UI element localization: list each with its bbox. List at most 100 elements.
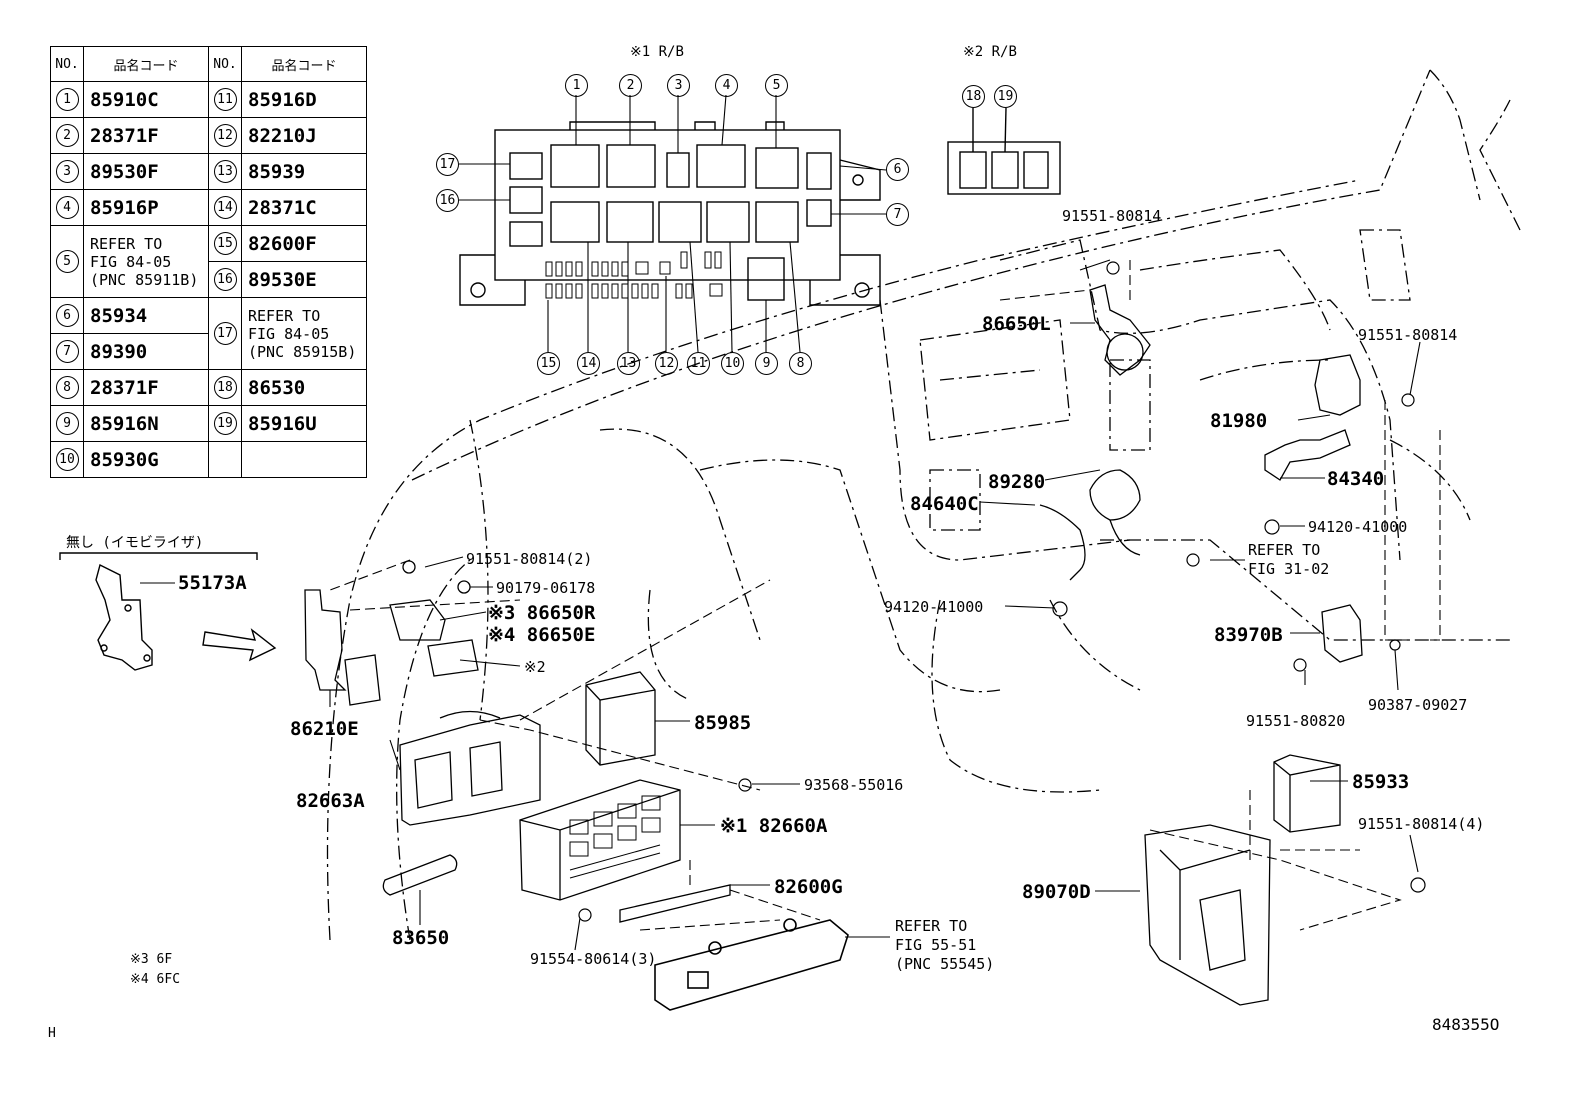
rb2-callout: 19 — [994, 85, 1017, 108]
cover-82663A — [399, 710, 541, 826]
part-label: 91554-80614(3) — [530, 950, 657, 968]
table-row-code: 85930G — [83, 441, 209, 478]
leader-lines — [329, 260, 1441, 931]
table-row-code2-empty — [241, 441, 367, 478]
table-row-no: 2 — [50, 117, 84, 154]
table-row-no2: 14 — [208, 189, 242, 226]
part-label: 91551-80814 — [1062, 207, 1162, 225]
part-label: 90179-06178 — [496, 579, 596, 597]
part-label: 93568-55016 — [804, 776, 904, 794]
part-label: 55173A — [178, 572, 247, 594]
part-label: 94120-41000 — [1308, 518, 1408, 536]
table-row-no2: 19 — [208, 405, 242, 442]
refer-fig-31-02: REFER TO FIG 31-02 — [1248, 541, 1330, 578]
table-row-code: 85916P — [83, 189, 209, 226]
part-label: ※3 86650R — [488, 602, 596, 624]
rb1-callout: 4 — [715, 74, 738, 97]
relay-block-82660A — [519, 779, 681, 901]
table-row-code2: 82210J — [241, 117, 367, 154]
table-row-no: 5 — [50, 225, 84, 298]
part-label: 82600G — [774, 876, 843, 898]
table-row-no: 4 — [50, 189, 84, 226]
corner-mark: H — [48, 1026, 56, 1041]
rb1-callout: 5 — [765, 74, 788, 97]
rb1-callout: 3 — [667, 74, 690, 97]
table-row-no: 9 — [50, 405, 84, 442]
rb1-callout: 1 — [565, 74, 588, 97]
module-85985 — [585, 671, 656, 766]
table-row-code2: 85939 — [241, 153, 367, 190]
part-label: 81980 — [1210, 410, 1268, 432]
table-row-code: 85910C — [83, 81, 209, 118]
table-row-code: 85916N — [83, 405, 209, 442]
rb2-relay-block — [947, 107, 1061, 195]
rb1-callout: 7 — [886, 203, 909, 226]
table-row-no2: 17 — [208, 297, 242, 370]
part-label: ※1 82660A — [720, 815, 828, 837]
assembly-arrow — [202, 628, 277, 662]
table-row-code2: 28371C — [241, 189, 367, 226]
part-label: ※4 86650E — [488, 624, 596, 646]
rb1-callout: 8 — [789, 352, 812, 375]
parts-table: NO. 品名コード NO. 品名コード 1 85910C 11 85916D 2… — [50, 46, 367, 478]
table-row-no2-empty — [208, 441, 242, 478]
part-label: 85985 — [694, 712, 752, 734]
part-label: 91551-80814 — [1358, 326, 1458, 344]
table-row-code-refer: REFER TO FIG 84-05 (PNC 85911B) — [83, 225, 209, 298]
tube-83650 — [382, 854, 458, 896]
footnote: ※3 6F — [130, 952, 173, 967]
lower-cover-panel — [654, 918, 849, 1011]
table-row-no2: 13 — [208, 153, 242, 190]
table-row-no: 6 — [50, 297, 84, 334]
part-label: ※2 — [524, 658, 546, 676]
footnote: ※4 6FC — [130, 972, 181, 987]
part-label: 94120-41000 — [884, 598, 984, 616]
refer-fig-55-51: REFER TO FIG 55-51 (PNC 55545) — [895, 917, 995, 973]
part-label: 89070D — [1022, 881, 1091, 903]
part-label: 91551-80820 — [1246, 712, 1346, 730]
part-label: 83650 — [392, 927, 450, 949]
part-label: 90387-09027 — [1368, 696, 1468, 714]
part-label: 84340 — [1327, 468, 1385, 490]
rb1-callout: 12 — [655, 352, 678, 375]
rb1-callout: 10 — [721, 352, 744, 375]
header-code: 品名コード — [83, 46, 209, 82]
rb1-callout: 9 — [755, 352, 778, 375]
header-no: NO. — [50, 46, 84, 82]
table-row-no: 8 — [50, 369, 84, 406]
table-row-no2: 15 — [208, 225, 242, 262]
table-row-code2: 85916D — [241, 81, 367, 118]
table-row-code2-refer: REFER TO FIG 84-05 (PNC 85915B) — [241, 297, 367, 370]
table-row-no: 1 — [50, 81, 84, 118]
table-row-code: 89390 — [83, 333, 209, 370]
header-no2: NO. — [208, 46, 242, 82]
rb1-callout: 11 — [687, 352, 710, 375]
part-label: 86650L — [982, 313, 1051, 335]
table-row-code: 85934 — [83, 297, 209, 334]
right-components — [1039, 284, 1363, 1006]
table-row-no: 10 — [50, 441, 84, 478]
part-label: 83970B — [1214, 624, 1283, 646]
table-row-code: 89530F — [83, 153, 209, 190]
table-row-no2: 12 — [208, 117, 242, 154]
table-row-no2: 11 — [208, 81, 242, 118]
table-row-code2: 89530E — [241, 261, 367, 298]
rb1-callout: 14 — [577, 352, 600, 375]
part-label: 91551-80814(4) — [1358, 815, 1485, 833]
part-label: 84640C — [910, 493, 979, 515]
immobilizer-note: 無し (イモビライザ) — [66, 535, 204, 551]
header-code2: 品名コード — [241, 46, 367, 82]
part-label: 82663A — [296, 790, 365, 812]
rb1-title: ※1 R/B — [630, 44, 684, 60]
rb1-callout: 16 — [436, 189, 459, 212]
part-label: 86210E — [290, 718, 359, 740]
solid-leaders — [140, 259, 1421, 951]
rb1-callout: 6 — [886, 158, 909, 181]
part-label: 89280 — [988, 471, 1046, 493]
rb1-callout: 2 — [619, 74, 642, 97]
table-row-code2: 86530 — [241, 369, 367, 406]
table-row-code2: 82600F — [241, 225, 367, 262]
part-label: 85933 — [1352, 771, 1410, 793]
table-row-code: 28371F — [83, 369, 209, 406]
dashboard-outline — [326, 69, 1521, 941]
